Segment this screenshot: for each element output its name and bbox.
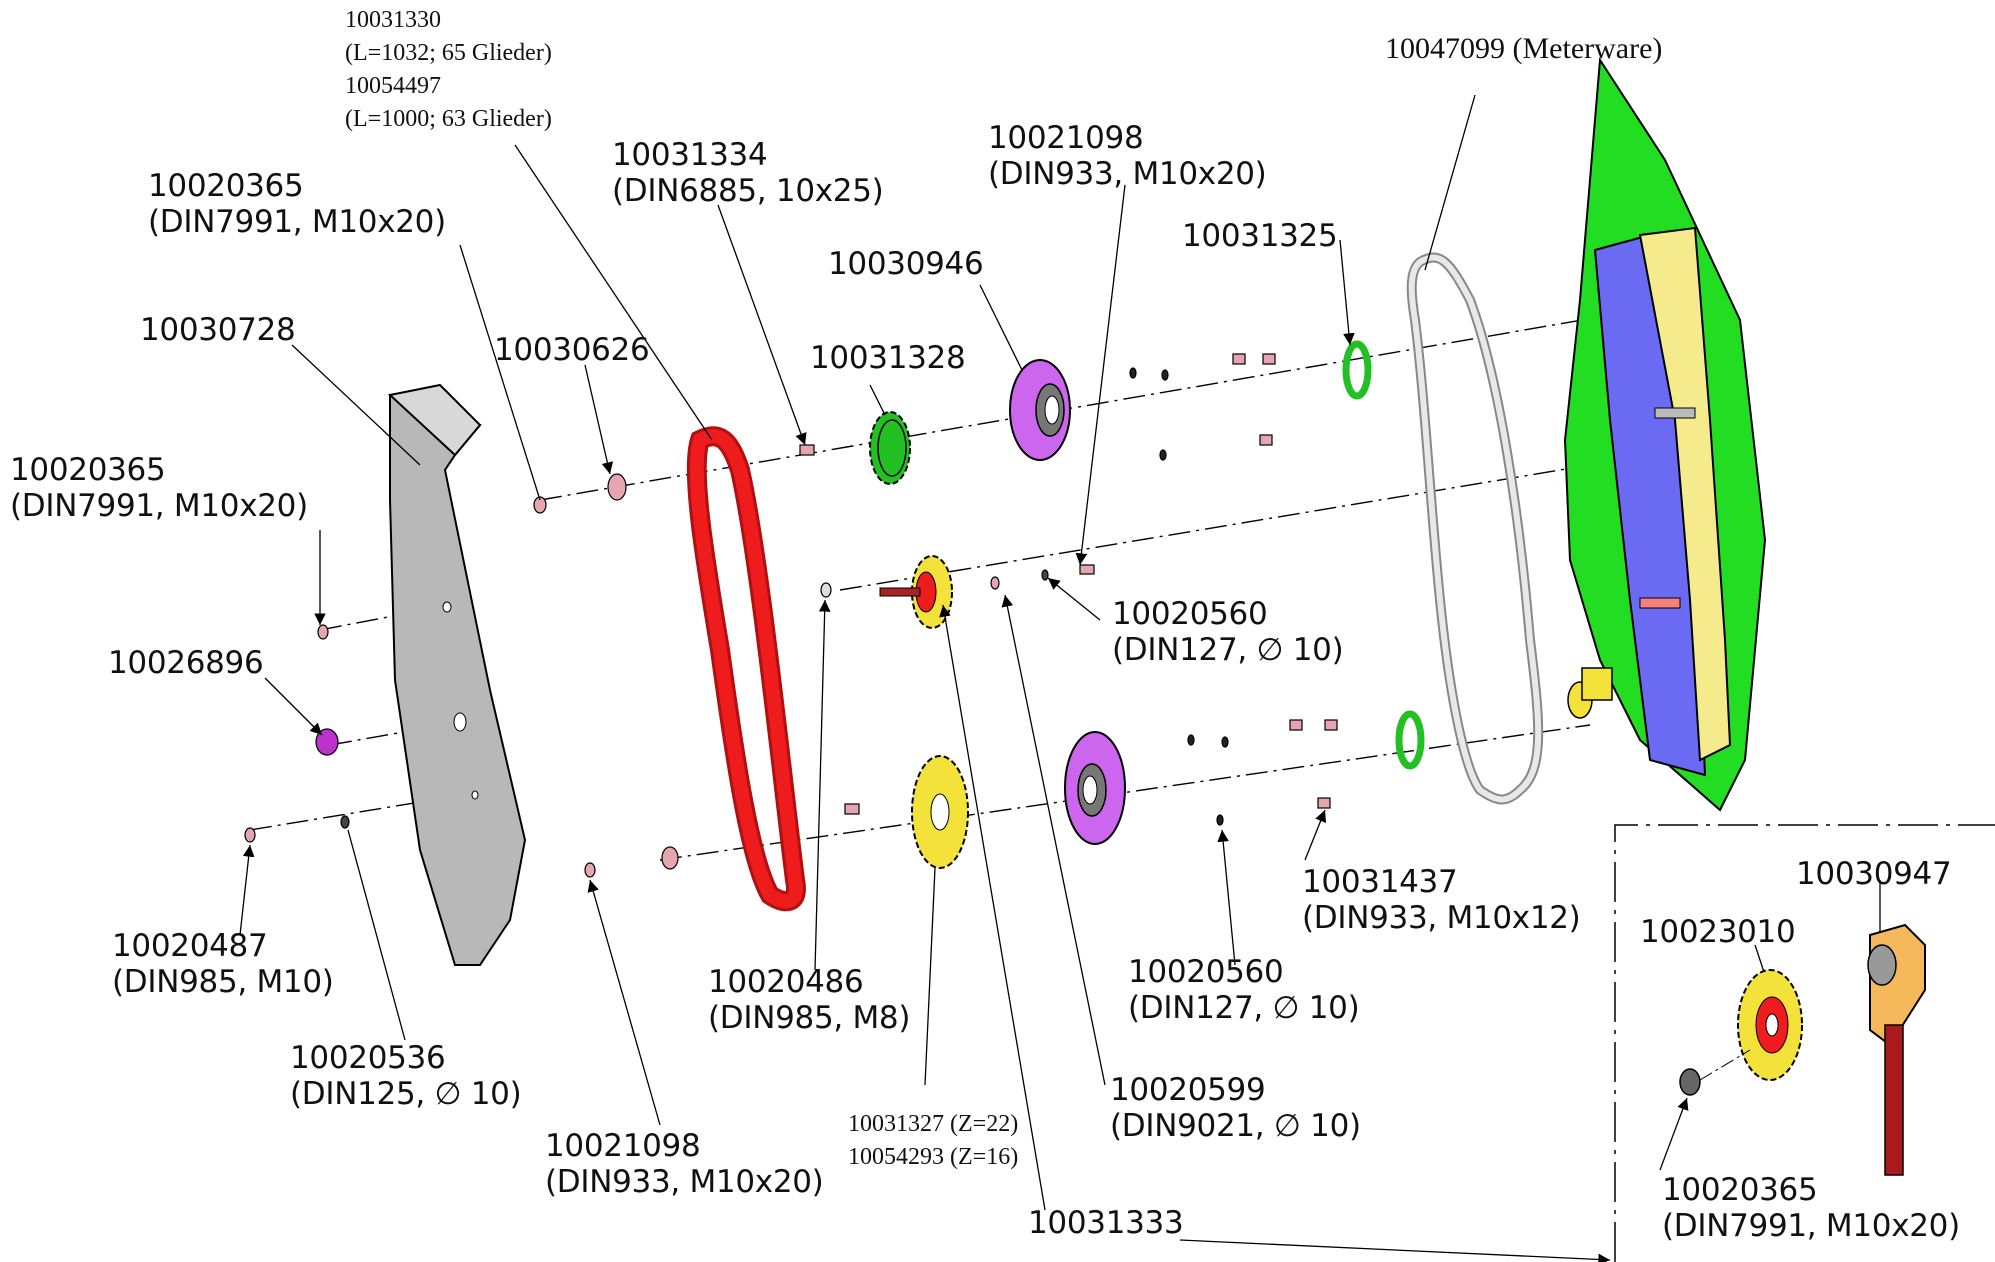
label-line: 10020536 [290, 1040, 446, 1076]
flange-top [1009, 359, 1071, 461]
label-line: 10031330 [345, 7, 441, 33]
label-line: 10031327 (Z=22) [848, 1111, 1019, 1137]
label-screw-top-right: 10021098 (DIN933, M10x20) [988, 120, 1267, 192]
label-line: (DIN7991, M10x20) [10, 488, 308, 524]
label-line: 10020599 [1110, 1072, 1266, 1108]
label-line: 10023010 [1640, 914, 1796, 950]
label-line: (DIN125, ∅ 10) [290, 1076, 522, 1112]
label-line: 10054497 [345, 73, 441, 99]
label-washer-din125: 10020536 (DIN125, ∅ 10) [290, 1040, 522, 1112]
label-line: 10020560 [1112, 596, 1268, 632]
label-line: (DIN127, ∅ 10) [1128, 990, 1360, 1026]
label-line: 10030946 [828, 246, 984, 282]
sprocket-green [869, 411, 911, 485]
label-line: (DIN933, M10x20) [988, 156, 1267, 192]
label-line: 10031325 [1182, 218, 1338, 254]
label-chain-part: 10031330 (L=1032; 65 Glieder) 10054497 (… [345, 4, 552, 136]
label-spacer-purple: 10026896 [108, 645, 264, 681]
label-nut-m8: 10020486 (DIN985, M8) [708, 964, 910, 1036]
label-tensioner: 10031333 [1028, 1205, 1184, 1241]
label-spring-washer-low: 10020560 (DIN127, ∅ 10) [1128, 954, 1360, 1026]
chain-housing [1563, 57, 1767, 812]
sprocket-yellow [911, 755, 969, 869]
label-line: (L=1032; 65 Glieder) [345, 40, 552, 66]
label-nut-m10: 10020487 (DIN985, M10) [112, 928, 334, 1000]
label-line: 10020487 [112, 928, 268, 964]
label-ring-green: 10031325 [1182, 218, 1338, 254]
label-meterware: 10047099 (Meterware) [1385, 32, 1662, 66]
label-line: (DIN7991, M10x20) [148, 204, 446, 240]
label-screw-top-left: 10020365 (DIN7991, M10x20) [148, 168, 446, 240]
small-hardware [244, 353, 1338, 878]
label-bearing-flange: 10030946 [828, 246, 984, 282]
label-screw-right-low: 10031437 (DIN933, M10x12) [1302, 864, 1581, 936]
label-line: (L=1000; 63 Glieder) [345, 106, 552, 132]
label-line: 10030626 [494, 332, 650, 368]
flange-bottom [1064, 731, 1126, 845]
label-line: 10054293 (Z=16) [848, 1144, 1019, 1170]
label-sprocket-green: 10031328 [810, 340, 966, 376]
label-washer-top: 10030626 [494, 332, 650, 368]
label-line: (DIN985, M8) [708, 1000, 911, 1036]
label-line: 10020365 [1662, 1172, 1818, 1208]
label-line: 10047099 (Meterware) [1385, 32, 1663, 65]
leader-lines [239, 94, 1881, 1262]
label-line: 10020560 [1128, 954, 1284, 990]
label-spring-washer-mid: 10020560 (DIN127, ∅ 10) [1112, 596, 1344, 668]
label-line: 10031333 [1028, 1205, 1184, 1241]
label-line: 10030947 [1796, 856, 1952, 892]
sprocket-small-center [879, 555, 953, 629]
cover-plate [387, 383, 527, 966]
label-line: (DIN7991, M10x20) [1662, 1208, 1960, 1244]
label-line: (DIN933, M10x20) [545, 1164, 824, 1200]
label-line: 10031328 [810, 340, 966, 376]
label-line: (DIN9021, ∅ 10) [1110, 1108, 1361, 1144]
label-line: 10020486 [708, 964, 864, 1000]
label-screw-left: 10020365 (DIN7991, M10x20) [10, 452, 308, 524]
drive-chain [686, 426, 806, 912]
label-washer-din9021: 10020599 (DIN9021, ∅ 10) [1110, 1072, 1361, 1144]
label-line: 10021098 [988, 120, 1144, 156]
label-line: 10021098 [545, 1128, 701, 1164]
label-detail-arm: 10030947 [1796, 856, 1952, 892]
detail-view [1614, 824, 1995, 1262]
green-rings [1342, 340, 1425, 770]
label-line: 10030728 [140, 312, 296, 348]
label-cover-plate: 10030728 [140, 312, 296, 348]
label-line: 10020365 [10, 452, 166, 488]
guide-rail [1406, 252, 1544, 805]
label-sprocket-yellow: 10031327 (Z=22) 10054293 (Z=16) [848, 1108, 1018, 1174]
label-screw-bottom: 10021098 (DIN933, M10x20) [545, 1128, 824, 1200]
label-detail-sprocket: 10023010 [1640, 914, 1796, 950]
label-line: (DIN933, M10x12) [1302, 900, 1581, 936]
label-line: 10020365 [148, 168, 304, 204]
label-key: 10031334 (DIN6885, 10x25) [612, 137, 884, 209]
label-line: 10031334 [612, 137, 768, 173]
label-line: (DIN127, ∅ 10) [1112, 632, 1344, 668]
label-detail-screw: 10020365 (DIN7991, M10x20) [1662, 1172, 1960, 1244]
label-line: (DIN6885, 10x25) [612, 173, 884, 209]
label-line: 10031437 [1302, 864, 1458, 900]
label-line: (DIN985, M10) [112, 964, 334, 1000]
label-line: 10026896 [108, 645, 264, 681]
